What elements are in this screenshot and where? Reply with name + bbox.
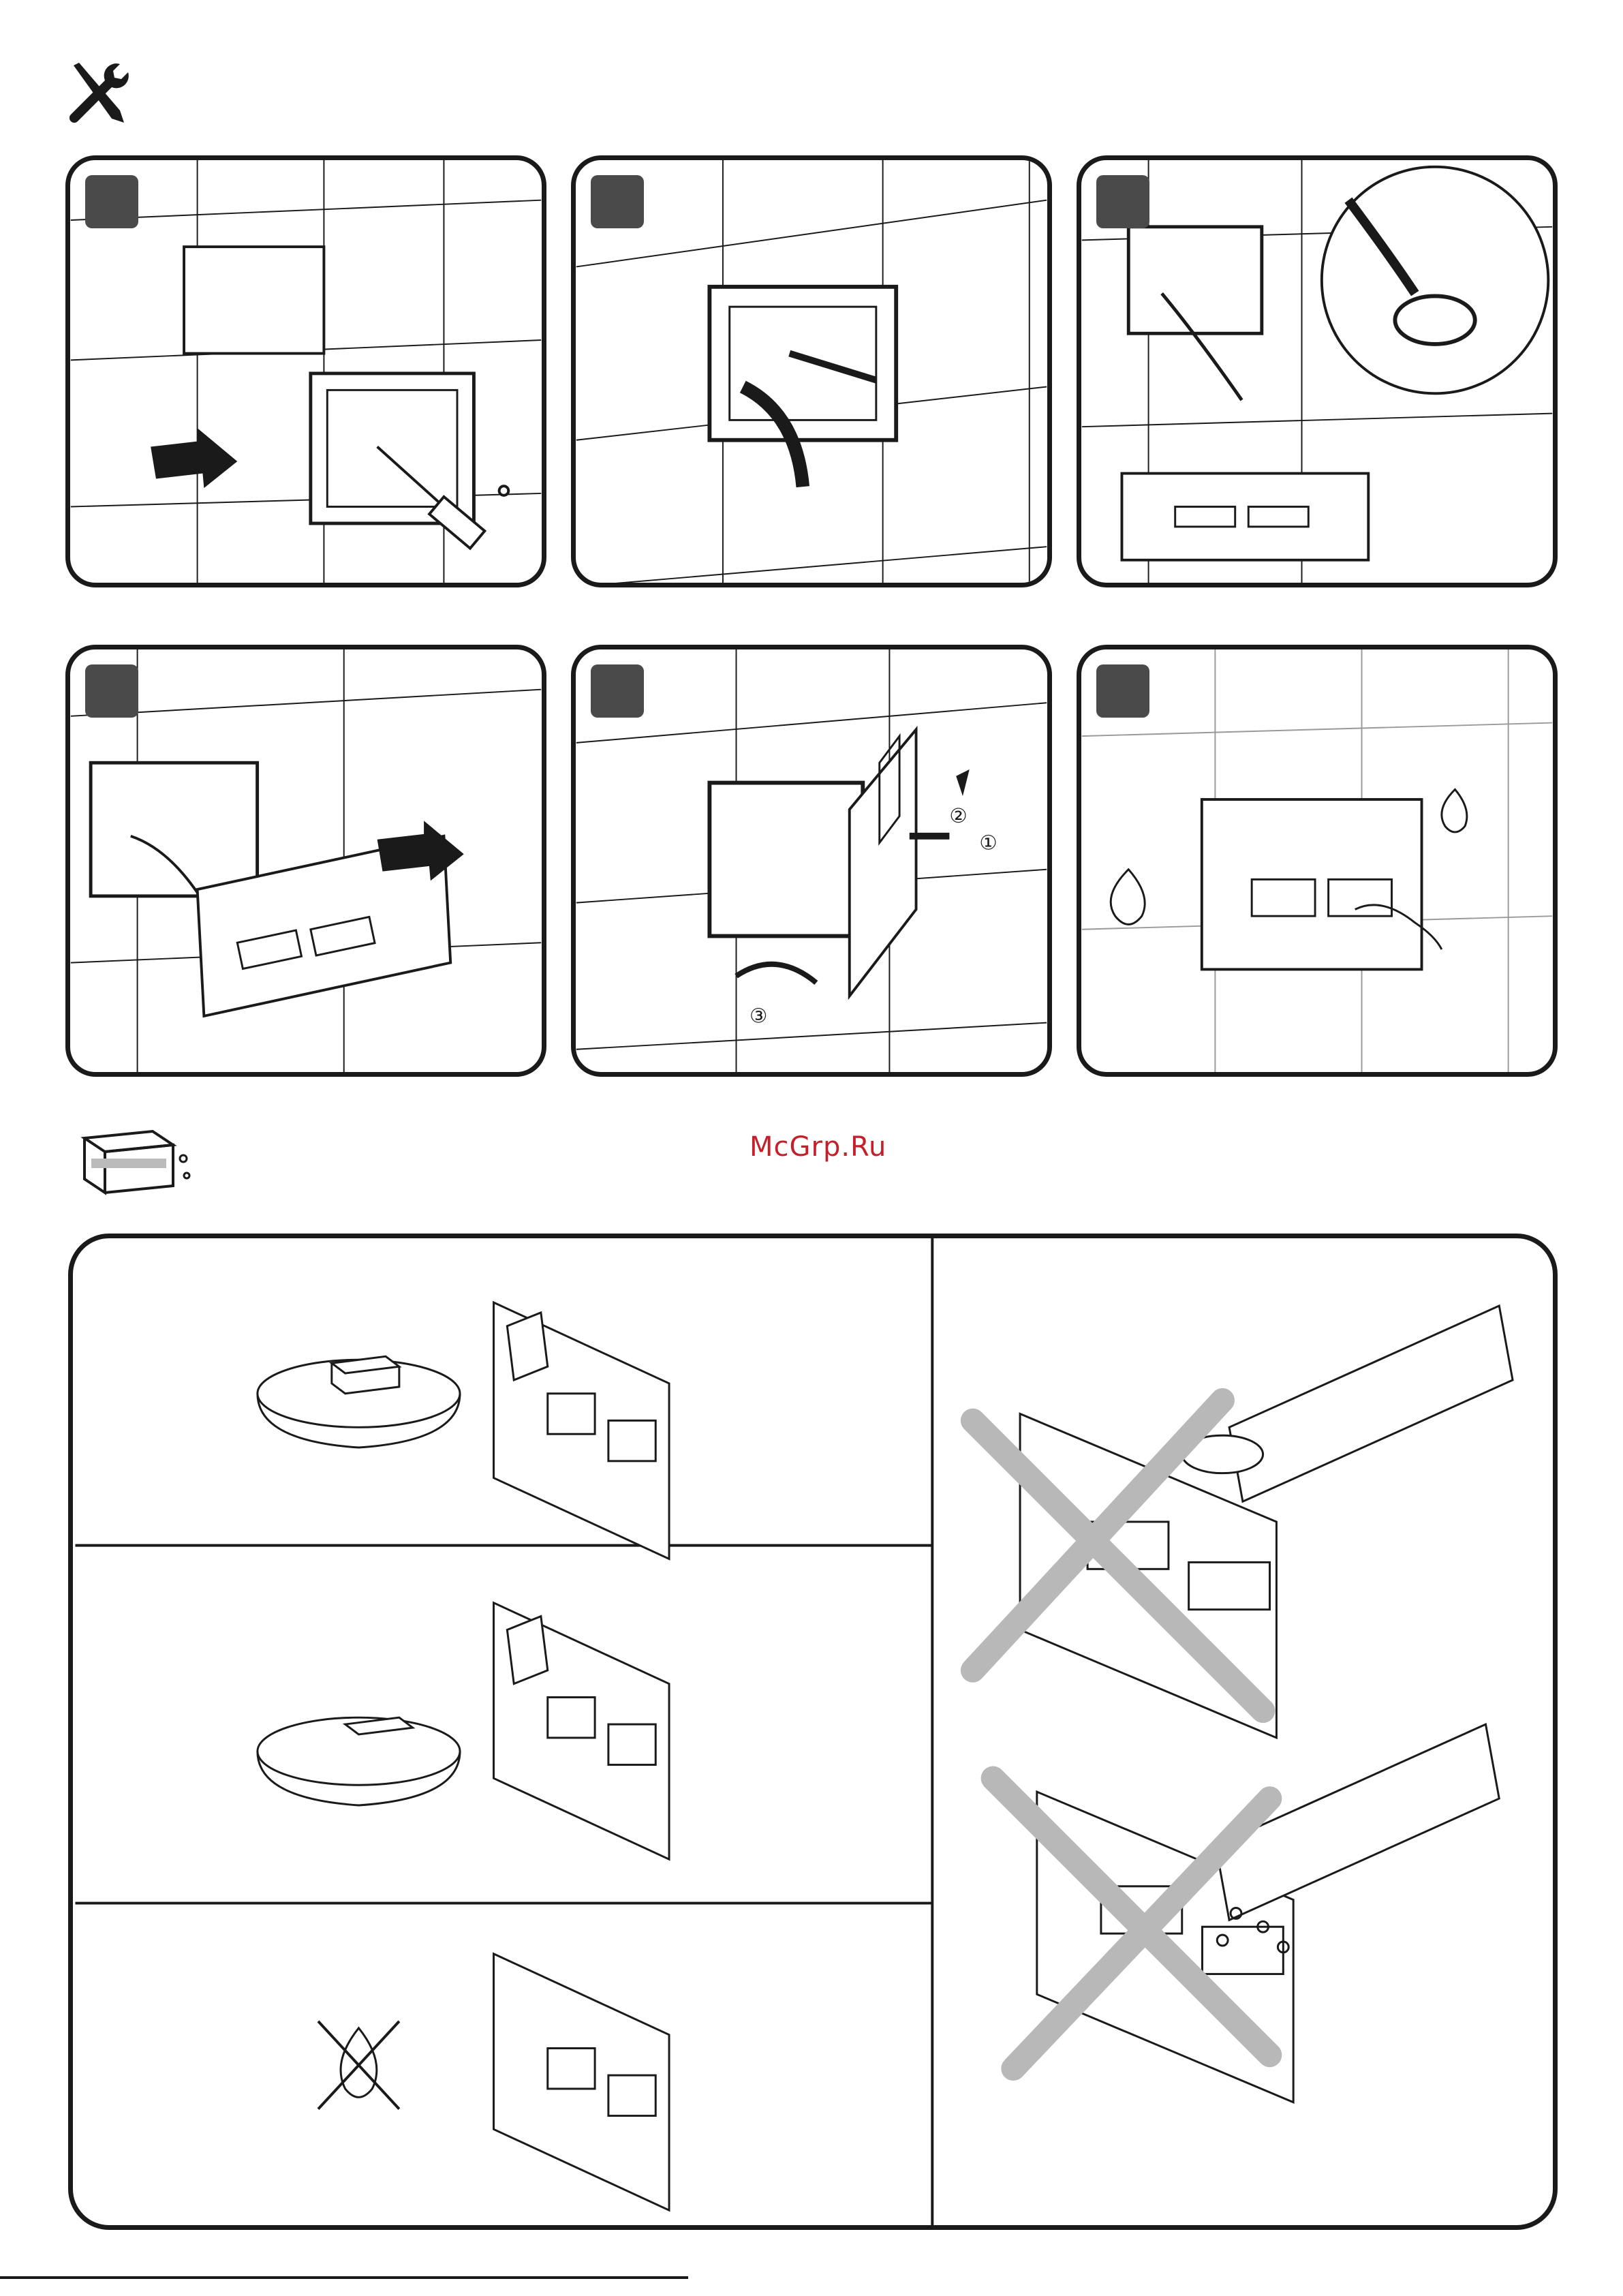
care-illustrations	[73, 1238, 1553, 2225]
step-panel-6	[1077, 645, 1558, 1077]
watermark: McGrp.Ru	[749, 1131, 886, 1163]
sponge-care-icon	[71, 1118, 198, 1199]
callout-3: ③	[749, 1005, 767, 1028]
care-row-soapy-sponge	[258, 1302, 669, 1559]
care-row-wet-sponge	[258, 1603, 669, 1859]
footer-rule	[0, 2276, 688, 2279]
water-drop-icon	[1111, 870, 1145, 925]
illustration-frame-with-hose	[576, 160, 1047, 583]
step-panel-5: ① ② ③	[571, 645, 1052, 1077]
step-badge-6	[1096, 664, 1149, 718]
illustration-mount-plate-sequence: ① ② ③	[576, 649, 1047, 1072]
step-badge-2	[591, 175, 644, 228]
water-drop-icon	[1442, 789, 1467, 832]
callout-2: ②	[949, 804, 967, 827]
step-panel-3	[1077, 155, 1558, 587]
illustration-connect-hose-detail	[1081, 160, 1553, 583]
step-badge-1	[85, 175, 138, 228]
callout-1: ①	[979, 831, 997, 854]
care-panel	[68, 1234, 1558, 2230]
tools-icon	[60, 59, 135, 127]
illustration-insert-plate	[70, 649, 542, 1072]
step-panel-2	[571, 155, 1052, 587]
step-badge-5	[591, 664, 644, 718]
illustration-remove-cover-screws	[70, 160, 542, 583]
step-badge-3	[1096, 175, 1149, 228]
step-panel-4	[65, 645, 546, 1077]
step-badge-4	[85, 664, 138, 718]
care-row-dry-cloth	[318, 1954, 669, 2210]
illustration-press-flush-button	[1081, 649, 1553, 1072]
step-panel-1	[65, 155, 546, 587]
